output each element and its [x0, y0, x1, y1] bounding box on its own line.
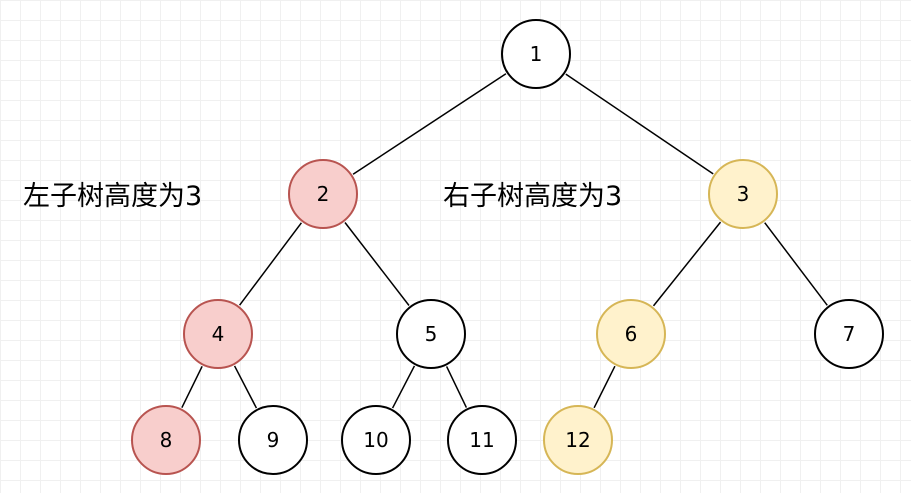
edge-5-10 [391, 365, 416, 409]
edge-4-9 [233, 365, 258, 409]
tree-node-12: 12 [543, 405, 613, 475]
tree-node-7: 7 [814, 299, 884, 369]
edge-1-3 [565, 73, 714, 175]
tree-node-6: 6 [596, 299, 666, 369]
edge-5-11 [445, 366, 468, 408]
right-subtree-label: 右子树高度为3 [443, 181, 623, 212]
edge-3-6 [652, 221, 722, 307]
tree-node-8: 8 [131, 405, 201, 475]
edge-4-8 [181, 365, 203, 409]
tree-node-1: 1 [501, 19, 571, 89]
tree-node-5: 5 [396, 299, 466, 369]
tree-node-10: 10 [341, 405, 411, 475]
tree-node-4: 4 [183, 299, 253, 369]
edge-1-2 [352, 73, 507, 175]
tree-node-11: 11 [447, 405, 517, 475]
tree-node-9: 9 [238, 405, 308, 475]
tree-node-3: 3 [708, 159, 778, 229]
left-subtree-label: 左子树高度为3 [23, 181, 203, 212]
edge-2-4 [239, 222, 302, 306]
tree-node-2: 2 [288, 159, 358, 229]
edge-6-12 [593, 365, 616, 409]
edge-3-7 [764, 222, 828, 306]
edge-2-5 [344, 222, 410, 306]
